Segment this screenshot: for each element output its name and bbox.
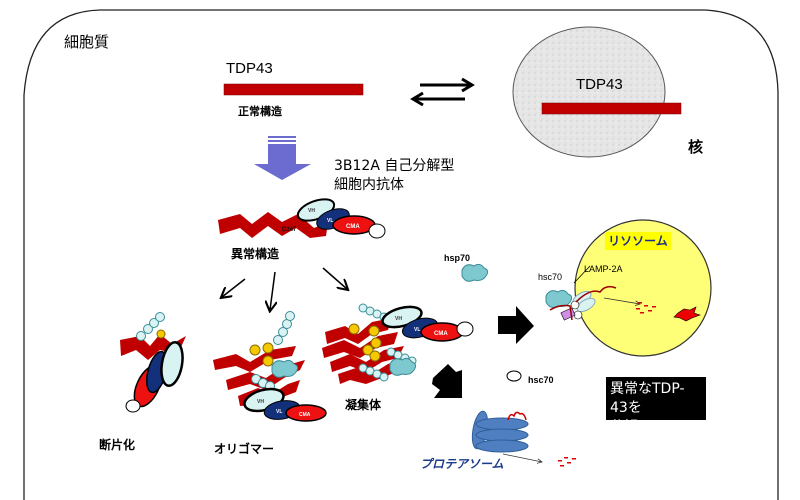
antibody-name-line1: 3B12A 自己分解型 bbox=[334, 158, 455, 174]
proteasome-fragments bbox=[558, 457, 576, 467]
svg-text:VH: VH bbox=[395, 316, 402, 322]
antibody-name-line2: 細胞内抗体 bbox=[334, 177, 404, 193]
equilibrium-arrows-icon bbox=[410, 77, 475, 107]
lysosome bbox=[574, 219, 712, 357]
cell-membrane bbox=[23, 9, 779, 500]
fragment-complex bbox=[120, 312, 186, 413]
nucleus bbox=[512, 26, 666, 158]
proteasome-label: プロテアソーム bbox=[420, 457, 504, 471]
lamp2a-label: LAMP-2A bbox=[584, 264, 623, 274]
svg-text:VL: VL bbox=[276, 409, 282, 415]
arrow-to-proteasome-icon bbox=[432, 364, 462, 398]
lysosome-fragments bbox=[636, 302, 656, 314]
result-line1: 異常なTDP-43を bbox=[610, 381, 685, 416]
treatment-arrow-icon bbox=[254, 136, 311, 180]
cytoplasm-label: 細胞質 bbox=[64, 33, 110, 51]
svg-text:VH: VH bbox=[308, 208, 315, 214]
arrow-to-fragment bbox=[222, 278, 246, 297]
nucleus-label: 核 bbox=[688, 138, 704, 156]
degraded-aggregate-icon bbox=[673, 306, 701, 322]
svg-text:VH: VH bbox=[257, 399, 264, 405]
oligomer-label: オリゴマー bbox=[214, 442, 275, 456]
arrow-to-oligomer bbox=[270, 271, 275, 310]
hsp70-chaperone bbox=[461, 263, 489, 282]
abnormal-structure-label: 異常構造 bbox=[231, 247, 280, 261]
hsc70-lysosome-label: hsc70 bbox=[538, 272, 563, 282]
svg-text:VL: VL bbox=[414, 327, 420, 333]
degradation-result-box: 異常なTDP-43を 分解 bbox=[606, 377, 706, 435]
proteasome bbox=[471, 410, 529, 453]
tdp43-normal-bar bbox=[223, 83, 364, 96]
lysosome-label: リソソーム bbox=[605, 232, 671, 250]
svg-text:CMA: CMA bbox=[434, 331, 448, 337]
aggregate-label: 凝集体 bbox=[345, 398, 382, 412]
svg-text:CMA: CMA bbox=[346, 224, 360, 230]
aggregate-complex: VH VL CMA bbox=[322, 303, 474, 384]
tdp43-nuclear-bar bbox=[541, 102, 682, 115]
svg-text:CMA: CMA bbox=[299, 412, 311, 418]
arrow-to-aggregate bbox=[322, 267, 347, 289]
hsp70-label: hsp70 bbox=[444, 253, 471, 263]
hsc70-free bbox=[506, 370, 522, 382]
nuclear-tdp43-label: TDP43 bbox=[576, 76, 623, 93]
result-line2: 分解 bbox=[610, 419, 638, 435]
hsc70-proteasome-label: hsc70 bbox=[528, 375, 554, 385]
fragmentation-label: 断片化 bbox=[99, 438, 136, 452]
svg-text:D247: D247 bbox=[282, 227, 297, 233]
abnormal-tdp43-complex: VH VL CMA D247 bbox=[218, 198, 386, 239]
oligomer-complex: VH VL CMA bbox=[213, 311, 327, 422]
svg-text:VL: VL bbox=[327, 218, 333, 224]
normal-structure-label: 正常構造 bbox=[238, 105, 282, 118]
tdp43-label: TDP43 bbox=[226, 60, 273, 77]
arrow-to-lysosome-icon bbox=[498, 306, 534, 344]
